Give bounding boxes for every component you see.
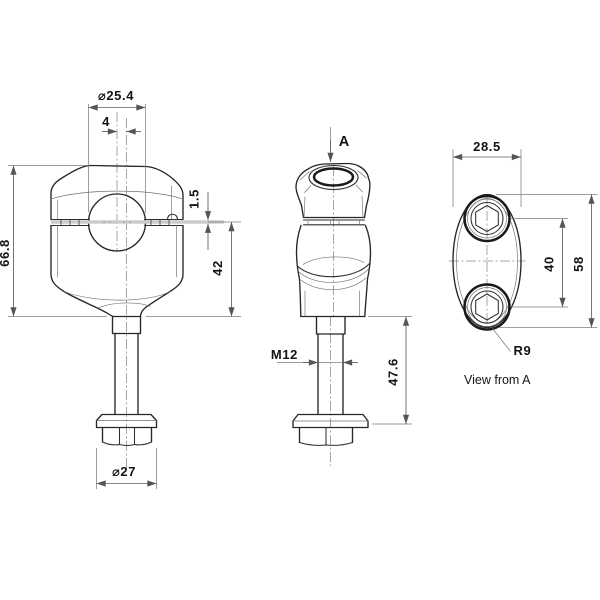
front-upper-clamp-outline (50, 164, 184, 221)
dim-length-extlines (496, 194, 598, 328)
dim-radius-label: R9 (514, 343, 532, 358)
front-body-flare-line-2 (97, 302, 151, 309)
dim-spacing-extlines (510, 218, 568, 308)
front-nut-facet-edges (118, 426, 136, 446)
side-gap-edges (302, 219, 366, 226)
bolt-hole-break-arc (166, 213, 179, 221)
socket-screw-top (463, 194, 511, 243)
dim-overall-extlines (8, 165, 107, 317)
hex-socket-top (475, 204, 499, 233)
hex-socket-bottom (475, 293, 499, 321)
dim-stem-extlines (368, 316, 412, 425)
dim-bar-diameter-extlines (88, 104, 146, 213)
side-body-right-side (364, 224, 372, 318)
view-a-arrow-label: A (339, 134, 350, 150)
dim-overall-label: 66.8 (0, 239, 12, 267)
front-stem-shoulder (111, 315, 142, 335)
dim-thread-label: M12 (271, 347, 298, 362)
dim-radius-leader (492, 328, 511, 352)
side-nut-bottom-arcs (298, 441, 354, 446)
front-body-inner-edges (57, 225, 177, 278)
side-saddle-cut-4 (300, 277, 367, 290)
side-base-inner-edges (304, 290, 360, 317)
dim-bar-diameter-label: ⌀25.4 (98, 88, 134, 103)
gap-serration-ticks (60, 220, 170, 226)
side-saddle-cut-3 (302, 256, 365, 265)
front-stem-shaft (114, 332, 139, 416)
dim-flange-label: ⌀27 (112, 464, 136, 479)
front-body-flare-line-1 (63, 291, 171, 301)
side-view: A M12 47.6 (271, 127, 412, 466)
side-upper-inner-edges (303, 195, 364, 218)
side-nut-sides (298, 426, 354, 444)
front-body-left-side (50, 224, 115, 318)
socket-screw-bottom (463, 283, 511, 331)
dim-offset-label: 4 (102, 114, 110, 129)
gap-center-marks (103, 221, 131, 224)
dim-flange-extlines (96, 448, 157, 489)
front-upper-clamp-chamfer (50, 190, 184, 200)
side-upper-clamp-outline (295, 162, 371, 219)
side-saddle-ellipse-outer (308, 164, 359, 191)
dim-length-label: 58 (571, 256, 586, 272)
top-view-outer-contour (452, 193, 522, 329)
view-from-a-caption: View from A (464, 373, 531, 387)
top-view-centerlines (449, 194, 526, 329)
dim-42-label: 42 (210, 260, 225, 276)
side-saddle-cut-2 (297, 268, 370, 283)
front-view: ⌀25.4 4 1.5 42 66.8 ⌀27 (0, 88, 241, 489)
dim-spacing-label: 40 (542, 256, 557, 272)
front-nut-sides (101, 426, 153, 443)
front-nut-bottom-arcs (101, 441, 153, 447)
side-upper-face-edges (299, 170, 367, 193)
side-gap-notches (307, 219, 360, 226)
dim-gap-label: 1.5 (187, 189, 202, 209)
side-saddle-cut-1 (296, 262, 371, 278)
dim-width-label: 28.5 (473, 139, 501, 154)
dim-width-extlines (452, 149, 522, 207)
side-stem-shaft (317, 333, 344, 416)
front-body-right-side (139, 224, 184, 318)
dim-42-extlines (146, 221, 241, 317)
side-saddle-ellipse-inner (312, 167, 355, 187)
side-stem-shoulder (315, 315, 346, 335)
dim-stem-label: 47.6 (386, 358, 401, 386)
clamp-gap-highlight (51, 220, 224, 224)
view-from-a: 28.5 40 58 R9 View from A (449, 139, 598, 387)
side-body-left-side (295, 224, 302, 318)
